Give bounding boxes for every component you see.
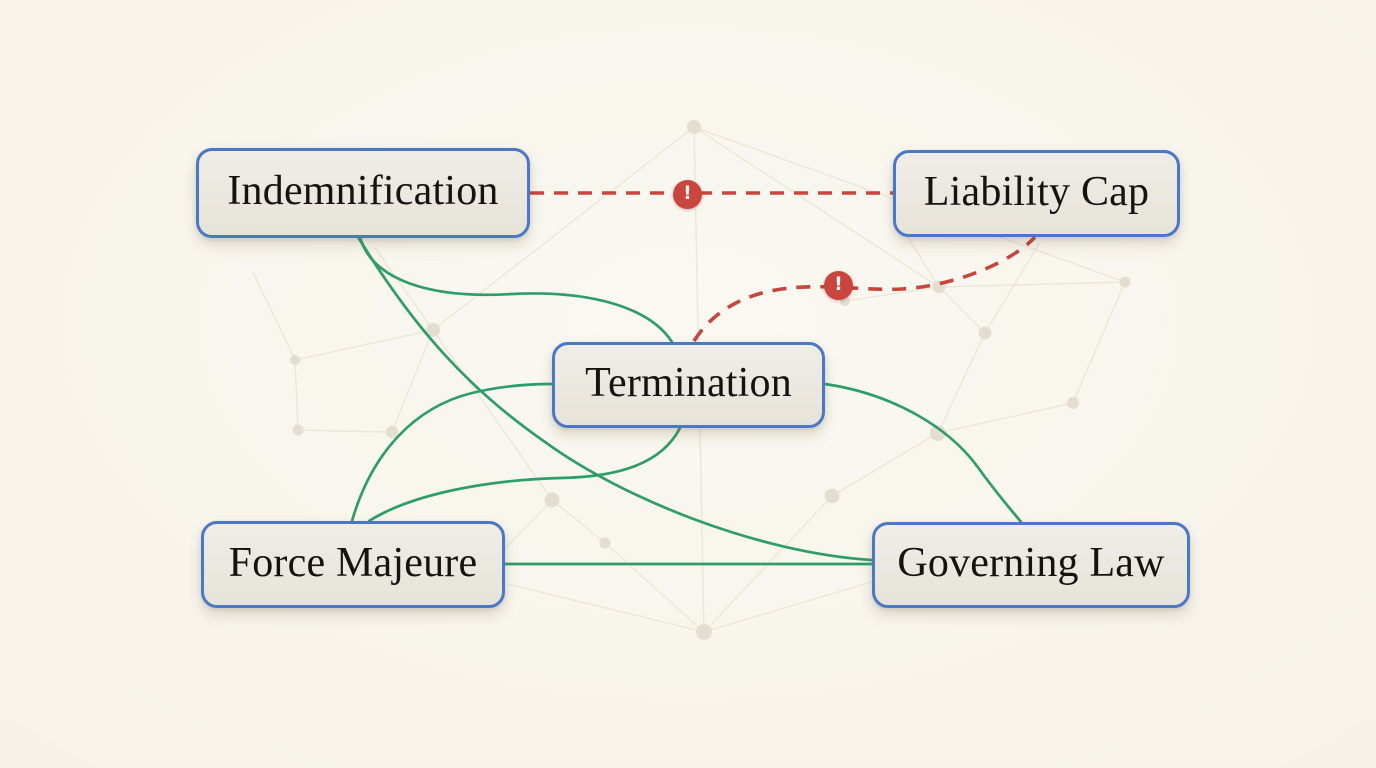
edge-termination-force-majeure <box>367 426 682 523</box>
node-liability-cap-label: Liability Cap <box>923 168 1150 215</box>
node-indemnification-label: Indemnification <box>227 168 499 214</box>
node-governing-law[interactable]: Governing Law <box>872 522 1190 608</box>
edge-conflict-termination-liability-cap <box>692 235 1037 342</box>
edge-force-majeure-termination <box>350 382 554 523</box>
warning-icon-glyph: ! <box>683 182 692 204</box>
warning-icon[interactable]: ! <box>824 271 853 300</box>
conflict-edges <box>530 191 1037 342</box>
node-liability-cap[interactable]: Liability Cap <box>893 150 1180 237</box>
edge-termination-governing-law <box>823 382 1023 524</box>
warning-icon-glyph: ! <box>834 273 843 295</box>
background-mesh <box>252 120 1131 640</box>
relation-edges <box>350 235 1023 566</box>
node-force-majeure[interactable]: Force Majeure <box>201 521 505 608</box>
node-governing-law-label: Governing Law <box>897 540 1165 586</box>
node-force-majeure-label: Force Majeure <box>228 539 478 586</box>
node-termination-label: Termination <box>585 360 792 406</box>
node-indemnification[interactable]: Indemnification <box>196 148 530 238</box>
edge-indemnification-governing-law <box>356 235 874 562</box>
node-termination[interactable]: Termination <box>552 342 825 428</box>
warning-icon[interactable]: ! <box>673 180 702 209</box>
edge-indemnification-termination <box>358 235 674 344</box>
